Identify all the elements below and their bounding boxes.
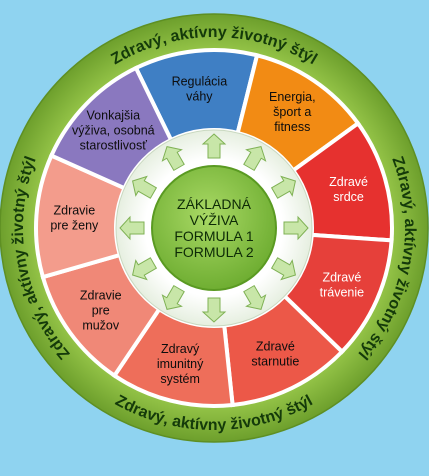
segment-label-line: pre ženy [50,219,99,233]
segment-label-line: váhy [186,89,213,103]
segment-label-line: Vonkajšia [87,109,141,123]
center-text-line: ZÁKLADNÁ [177,196,252,212]
center-disc [151,165,277,291]
segment-label-line: imunitný [157,357,204,371]
segment-label-line: šport a [273,105,311,119]
arrow-icon [270,257,296,281]
segment-label-line: výživa, osobná [72,124,155,138]
segment-label-line: pre [92,303,110,317]
segment-label-line: srdce [333,190,364,204]
arrow-icon [283,215,309,241]
center-text-line: FORMULA 1 [174,228,254,244]
segment-label-line: Zdravé [322,270,361,284]
segment-label-line: Zdravý [161,342,200,356]
arrow-icon [132,175,158,199]
center-text-line: VÝŽIVA [190,212,239,228]
segment-label-line: Zdravie [53,204,95,218]
segment-label-line: starnutie [251,354,299,368]
arrow-icon [243,284,267,310]
arrow-icon [270,175,296,199]
center-text-line: FORMULA 2 [174,244,254,260]
arrow-icon [201,133,227,159]
segment-label-line: systém [160,372,200,386]
segment-label-line: fitness [274,120,310,134]
segment-label-line: Zdravie [80,288,122,302]
segment-label-line: mužov [82,318,120,332]
arrow-icon [201,297,227,323]
arrows [119,133,309,323]
segment-label-line: Energia, [269,90,316,104]
segment-label-line: trávenie [320,285,365,299]
segment-label-line: Zdravé [329,175,368,189]
segment-label-line: Zdravé [256,339,295,353]
arrow-icon [119,215,145,241]
arrow-icon [132,257,158,281]
arrow-icon [243,146,267,172]
arrow-icon [161,284,185,310]
segment-label-line: starostlivosť [80,139,148,153]
arrow-icon [161,146,185,172]
segment-label-line: Regulácia [172,74,228,88]
